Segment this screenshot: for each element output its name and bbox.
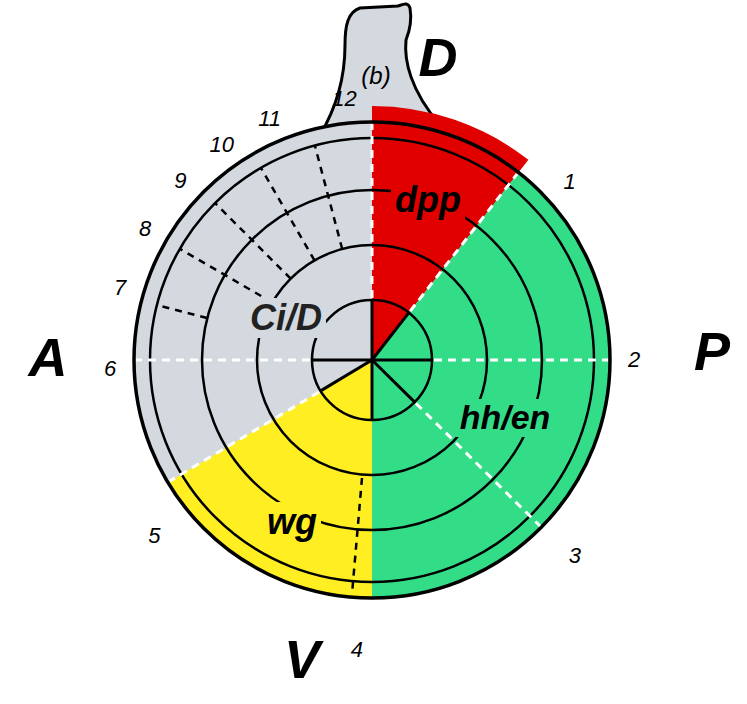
ring xyxy=(202,190,542,530)
label-wrap: 10 xyxy=(209,133,233,157)
clock-number: 2 xyxy=(628,348,640,372)
disc-ground xyxy=(134,122,610,598)
label-wrap: 6 xyxy=(104,357,116,381)
clock-number: 6 xyxy=(104,357,116,381)
sector-label-wrap: Ci/D xyxy=(246,298,326,338)
gene-label: dpp xyxy=(391,180,465,220)
label-wrap: 4 xyxy=(351,638,363,662)
label-wrap: 1 xyxy=(564,170,576,194)
clock-number: 11 xyxy=(258,107,281,131)
label-wrap: 5 xyxy=(148,524,160,548)
panel-label: (b) xyxy=(361,63,390,89)
label-wrap: 2 xyxy=(628,348,640,372)
black-dashed-radii xyxy=(157,146,362,594)
ring xyxy=(312,300,432,420)
sector-fill xyxy=(168,360,372,598)
clock-number: 10 xyxy=(209,133,233,157)
sector-label-wrap: dpp xyxy=(391,180,465,220)
axis-letter: P xyxy=(694,322,730,381)
sector-shape xyxy=(110,98,634,622)
label-wrap: 11 xyxy=(258,107,281,131)
clock-number: 8 xyxy=(139,217,151,241)
gene-label: hh/en xyxy=(456,399,555,436)
clock-number: 5 xyxy=(148,524,160,548)
axis-letter: V xyxy=(284,630,320,689)
clock-number: 3 xyxy=(569,544,581,568)
axis-letter: A xyxy=(29,328,68,387)
ring xyxy=(257,245,487,475)
sector-label-wrap: wg xyxy=(263,502,321,542)
clock-number: 1 xyxy=(564,170,576,194)
disc-outline xyxy=(134,122,610,598)
sector-fill xyxy=(372,172,610,598)
gene-label: wg xyxy=(263,502,321,542)
white-dashed-radii xyxy=(136,124,608,526)
label-wrap: V xyxy=(284,630,320,689)
gene-label: Ci/D xyxy=(246,298,326,338)
label-wrap: D xyxy=(419,28,458,87)
wg-sector: wg xyxy=(110,98,634,622)
label-wrap: 12 xyxy=(332,87,356,111)
clock-number: 7 xyxy=(114,276,126,300)
ring xyxy=(150,138,594,582)
label-wrap: 8 xyxy=(139,217,151,241)
label-wrap: 9 xyxy=(174,169,186,193)
center-spokes xyxy=(312,300,432,420)
clock-number: 4 xyxy=(351,638,363,662)
label-wrap: 3 xyxy=(569,544,581,568)
label-wrap: A xyxy=(29,328,68,387)
label-wrap: P xyxy=(694,322,730,381)
clock-number: 12 xyxy=(332,87,356,111)
label-wrap: (b) xyxy=(361,63,390,89)
clock-number: 9 xyxy=(174,169,186,193)
label-wrap: 7 xyxy=(114,276,126,300)
sector-label-wrap: hh/en xyxy=(456,399,555,436)
axis-letter: D xyxy=(419,28,458,87)
